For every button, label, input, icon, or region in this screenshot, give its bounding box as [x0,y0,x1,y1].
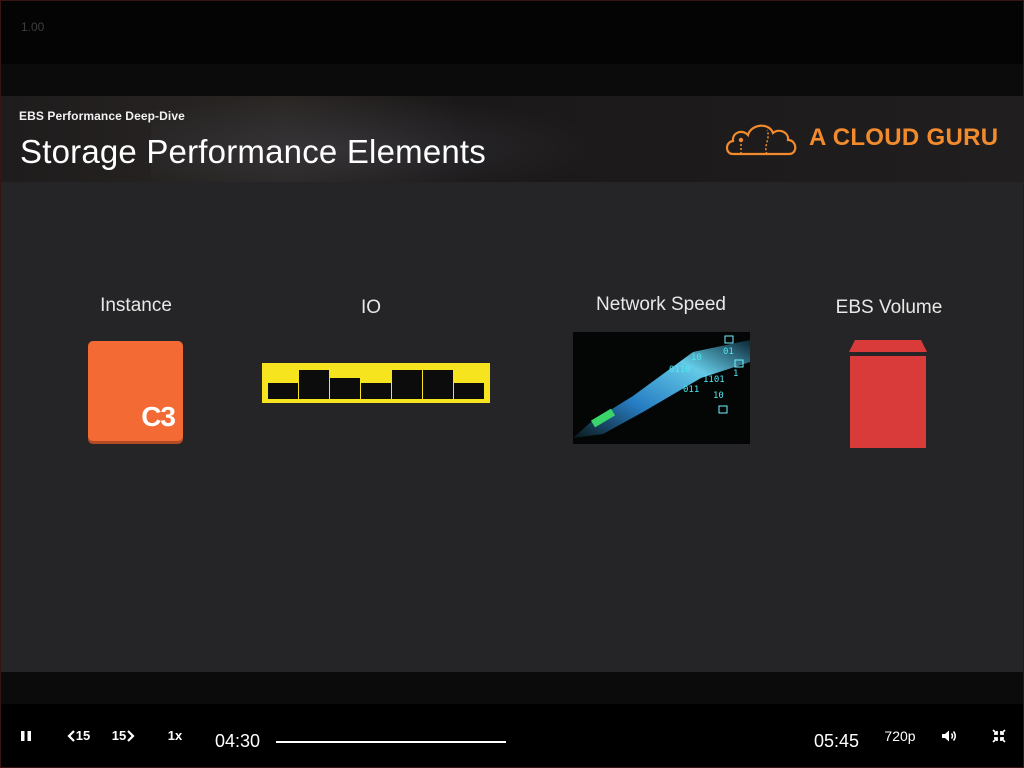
io-bar [268,383,298,399]
svg-text:10: 10 [691,353,702,363]
rewind-15-icon [67,729,75,742]
svg-text:011: 011 [683,385,699,395]
svg-text:10: 10 [713,391,724,401]
pause-icon [21,730,31,741]
forward-15-label: 15 [111,728,127,743]
quality-label: 720p [884,727,916,744]
course-label: EBS Performance Deep-Dive [19,109,185,123]
playback-speed-button[interactable]: 1x [161,704,189,767]
rewind-15-label: 15 [75,728,91,743]
io-bar [299,370,329,399]
ebs-volume-icon [849,340,927,448]
fiber-optic-image: 0110 10 1101 01 10 011 1 [573,332,750,444]
seek-bar[interactable] [276,741,506,743]
io-bars-graphic [262,363,490,403]
io-bar [423,370,453,399]
quality-button[interactable]: 720p [879,704,921,767]
svg-text:1101: 1101 [703,375,725,385]
io-bar [392,370,422,399]
ebs-volume-body [850,356,926,448]
svg-text:1: 1 [733,369,738,379]
ebs-volume-lid [849,340,927,352]
io-bar [330,378,360,399]
pause-button[interactable] [11,704,41,767]
letterbox-top [1,64,1023,96]
player-top-bar: 1.00 [1,1,1023,64]
slide-title: Storage Performance Elements [20,133,486,170]
playback-rate-readout: 1.00 [21,20,45,34]
io-bar [361,383,391,399]
seek-bar-progress [276,741,506,743]
brand-name: A CLOUD GURU [809,124,999,151]
brand-logo: A CLOUD GURU [723,116,998,160]
video-slide[interactable]: EBS Performance Deep-Dive Storage Perfor… [1,96,1023,672]
volume-button[interactable] [936,704,962,767]
io-label: IO [360,297,382,318]
duration: 05:45 [814,731,860,751]
svg-text:0110: 0110 [669,365,691,375]
presenter-video-overlay [151,96,611,182]
instance-label: Instance [100,295,172,316]
letterbox-bottom [1,672,1023,704]
exit-fullscreen-button[interactable] [986,704,1012,767]
rewind-15-button[interactable]: 15 [61,704,95,767]
network-speed-label: Network Speed [596,294,726,315]
cloud-logo-icon [725,124,797,156]
forward-15-button[interactable]: 15 [107,704,141,767]
forward-15-icon [127,729,135,742]
playback-speed-label: 1x [167,728,183,743]
current-time: 04:30 [215,731,261,751]
ec2-instance-icon: C3 [88,341,183,441]
instance-type-label: C3 [141,401,176,432]
ebs-volume-label: EBS Volume [835,297,943,318]
exit-fullscreen-icon [992,728,1006,743]
player-controls: 15 15 1x 04:30 05:45 720p [1,704,1023,767]
volume-icon [942,730,956,741]
slide-header: EBS Performance Deep-Dive Storage Perfor… [1,96,1023,182]
svg-text:01: 01 [723,347,734,357]
fiber-optic-illustration: 0110 10 1101 01 10 011 1 [573,332,750,444]
io-bar [454,383,484,399]
